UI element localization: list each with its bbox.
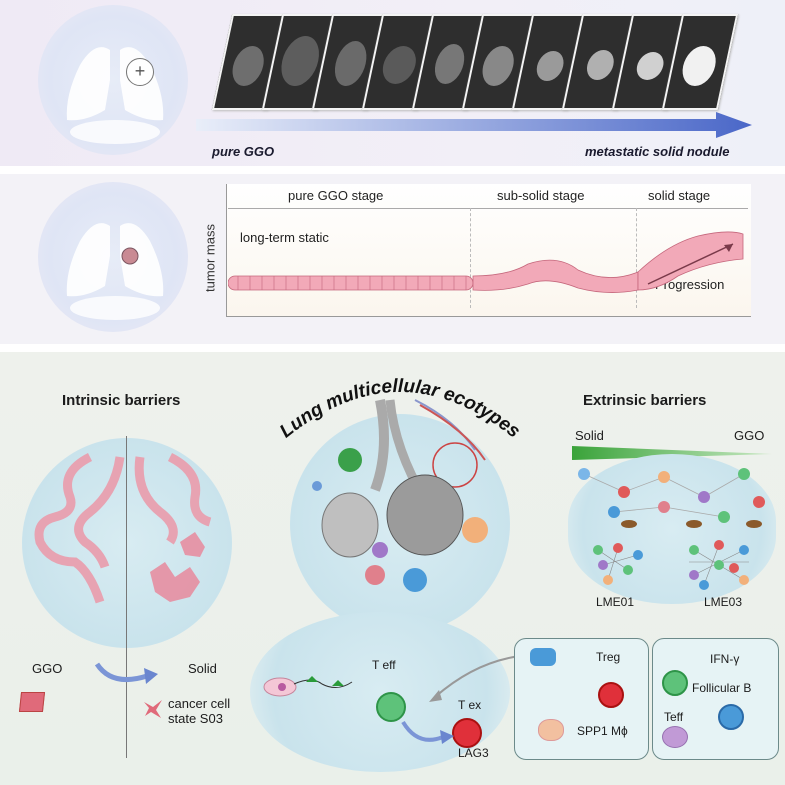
stage-label-pure-ggo: pure GGO stage: [288, 188, 384, 203]
lung-icon-mid: [66, 194, 164, 320]
plus-marker: +: [126, 58, 154, 86]
lung-icon-top: [66, 18, 164, 144]
lme03-label: LME03: [704, 595, 743, 609]
lung-alveoli: [312, 399, 488, 592]
lme03-cluster: [689, 540, 749, 590]
solid-ggo-gradient-wedge: [572, 446, 772, 460]
progression-arrow: [196, 112, 752, 138]
intrinsic-divider: [126, 436, 127, 758]
t-ex-cell: [452, 718, 482, 748]
follicular-b-label: Follicular B: [692, 681, 752, 695]
label-pure-ggo: pure GGO: [212, 144, 275, 159]
stage-divider-2: [636, 208, 637, 308]
treg-cell: [598, 682, 624, 708]
long-term-static-label: long-term static: [240, 230, 329, 245]
feedback-arrow: [429, 655, 521, 702]
cancer-cell-state-label: cancer cell state S03: [168, 696, 231, 726]
cancer-cell-icon: [144, 700, 162, 718]
lme01-cluster: [593, 543, 643, 585]
middle-panel: tumor mass pure GGO stage sub-solid stag…: [0, 174, 785, 344]
y-axis-label: tumor mass: [202, 224, 218, 292]
stage-bracket: [228, 208, 748, 209]
label-metastatic-solid-nodule: metastatic solid nodule: [585, 144, 730, 159]
lag3-label: LAG3: [458, 746, 489, 760]
cell-layer: [228, 231, 744, 293]
stage-label-solid: solid stage: [648, 188, 711, 203]
progression-label: Progression: [655, 277, 725, 292]
teff-to-tex-arrow: [401, 720, 454, 744]
ggo-label: GGO: [32, 661, 63, 676]
gradient-ggo-label: GGO: [734, 428, 765, 443]
ggo-cell-icon: [18, 692, 46, 712]
t-eff-cell: [376, 692, 406, 722]
follicular-b-cell: [718, 704, 744, 730]
ct-strip: [211, 14, 739, 114]
ifn-gamma-label: IFN-γ: [710, 652, 740, 666]
purple-cell: [662, 726, 688, 748]
t-ex-label: T ex: [458, 698, 482, 712]
spp1-label: SPP1 Mϕ: [577, 724, 628, 738]
t-eff-label: T eff: [372, 658, 396, 672]
gradient-solid-label: Solid: [575, 428, 604, 443]
treg-label: Treg: [596, 650, 621, 664]
stage-chart: [226, 184, 751, 317]
lme01-label: LME01: [596, 595, 635, 609]
stage-label-sub-solid: sub-solid stage: [497, 188, 585, 203]
airway-tissue: [34, 452, 212, 604]
stage-divider-1: [470, 208, 471, 308]
ggo-to-solid-arrow: [94, 662, 158, 684]
extrinsic-barriers-title: Extrinsic barriers: [583, 392, 707, 409]
intrinsic-barriers-title: Intrinsic barriers: [62, 392, 181, 409]
box-teff-cell: [662, 670, 688, 696]
solid-label: Solid: [188, 661, 217, 676]
receptor-chain: [263, 676, 353, 697]
teff-label: Teff: [664, 710, 684, 724]
spp1-cell: [538, 719, 564, 741]
cell-network: [578, 468, 765, 528]
top-panel: + pure GGO metastatic solid nodule: [0, 0, 785, 166]
box-cell-blue: [530, 648, 556, 666]
bottom-panel: Intrinsic barriers GGO Solid cancer cell…: [0, 352, 785, 785]
